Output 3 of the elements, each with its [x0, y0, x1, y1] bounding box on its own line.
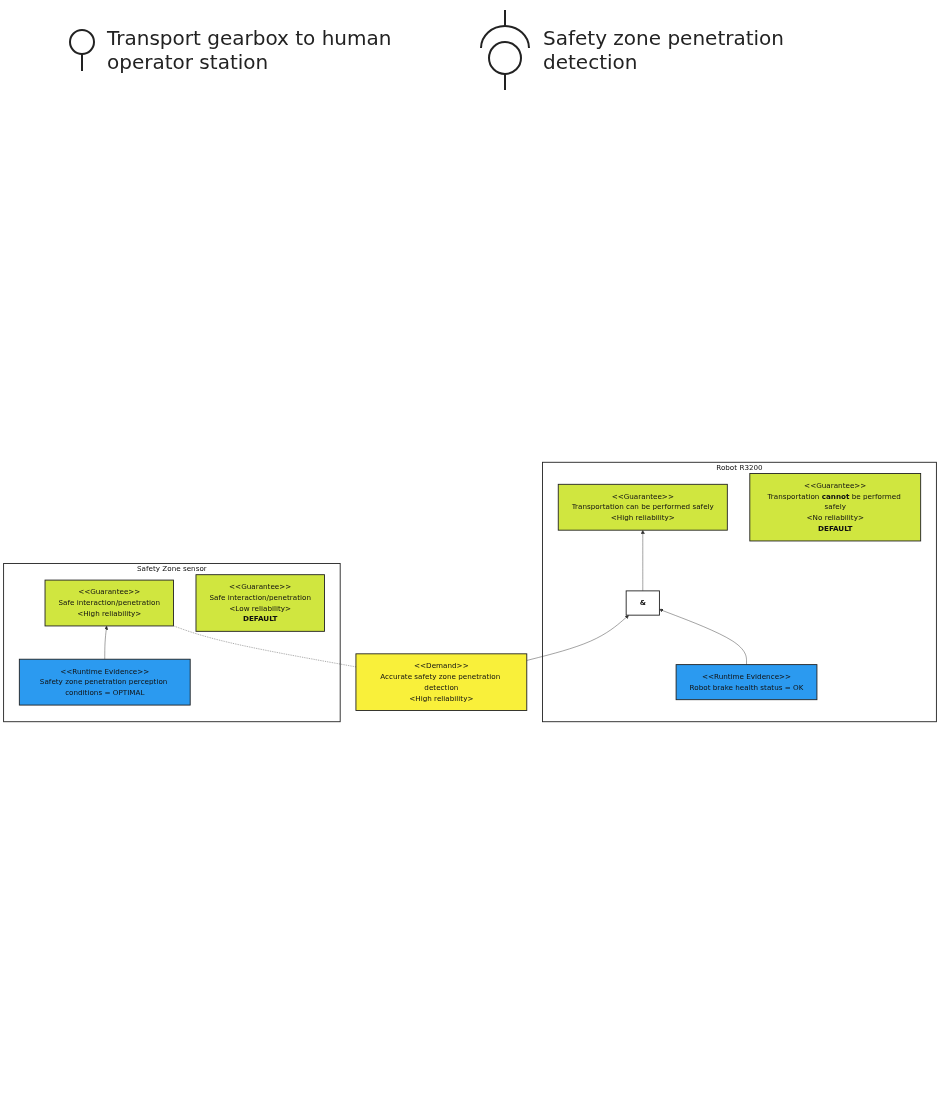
interface-label: Transport gearbox to human operator station	[107, 26, 393, 74]
interface-label: Safety zone penetration detection	[543, 26, 785, 74]
connector	[173, 625, 357, 668]
